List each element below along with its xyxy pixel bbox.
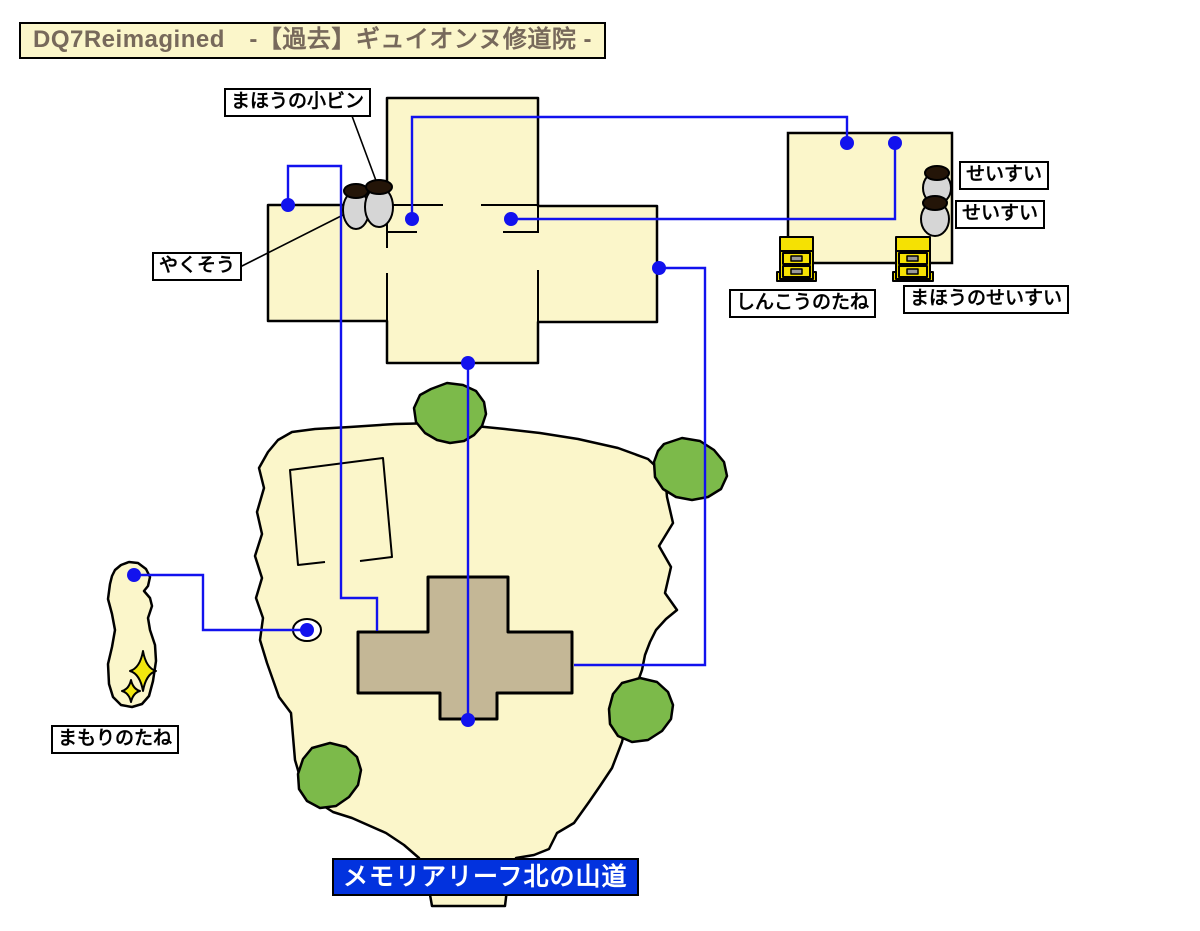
item-label-holy-water-2: せいすい: [955, 200, 1046, 229]
location-marker: [888, 136, 902, 150]
pot-icon: [920, 195, 950, 237]
pot-icon: [342, 183, 370, 230]
route-line: [286, 164, 379, 631]
item-label-magic-holy-water: まほうのせいすい: [903, 285, 1070, 314]
route-line: [511, 143, 897, 221]
exit-banner-south-path: メモリアリーフ北の山道: [332, 858, 639, 896]
location-marker: [840, 136, 854, 150]
route-line: [410, 115, 849, 219]
tree-icon: [296, 741, 363, 810]
chest-icon: [892, 236, 934, 282]
item-label-small-magic-bottle: まほうの小ビン: [224, 88, 372, 117]
monastery-floorplan: [266, 96, 659, 365]
location-marker: [127, 568, 141, 582]
tree-icon: [652, 436, 729, 502]
courtyard-wall: [289, 457, 393, 566]
chest-icons: [776, 236, 934, 282]
location-marker: [461, 713, 475, 727]
location-marker: [504, 212, 518, 226]
location-marker: [461, 356, 475, 370]
route-line: [574, 266, 707, 667]
chest-icon: [776, 236, 817, 282]
item-label-herb: やくそう: [152, 252, 243, 281]
label-pointer-lines: [237, 115, 379, 269]
tree-icon: [607, 676, 675, 744]
item-label-seed-of-faith: しんこうのたね: [729, 289, 877, 318]
route-line: [134, 573, 307, 632]
route-lines: [134, 115, 897, 720]
pot-icons: [342, 165, 952, 237]
page-title: DQ7Reimagined -【過去】ギュイオンヌ修道院 -: [19, 22, 607, 59]
pot-icon: [364, 179, 394, 228]
location-marker: [300, 623, 314, 637]
sparkle-icon: [121, 650, 157, 703]
location-marker: [652, 261, 666, 275]
location-marker: [405, 212, 419, 226]
location-marker: [281, 198, 295, 212]
tree-icon: [412, 381, 488, 445]
location-markers: [127, 136, 902, 727]
item-label-seed-of-protection: まもりのたね: [51, 725, 180, 754]
monastery-exterior-building: [356, 575, 574, 721]
item-label-holy-water-1: せいすい: [959, 161, 1050, 190]
